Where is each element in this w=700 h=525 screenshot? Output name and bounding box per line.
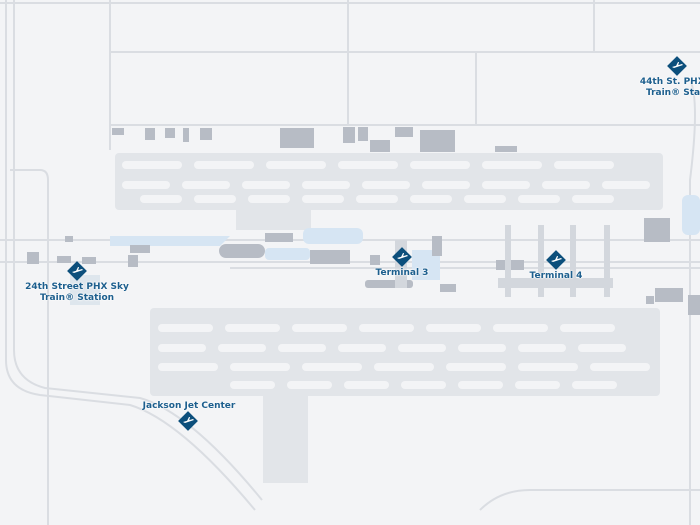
taxiway-gap <box>493 324 548 332</box>
marker-terminal-4[interactable] <box>545 249 567 271</box>
taxiway-gap <box>482 181 530 189</box>
marker-terminal-3[interactable] <box>391 246 413 268</box>
taxiway-gap <box>359 324 414 332</box>
taxiway-gap <box>578 344 626 352</box>
taxiway-gap <box>140 195 182 203</box>
taxiway-gap <box>278 344 326 352</box>
taxiway-gap <box>122 161 182 169</box>
taxiway-gap <box>464 195 506 203</box>
taxiway-gap <box>482 161 542 169</box>
label-line: 44th St. PHX Sky <box>639 77 700 87</box>
buildings <box>27 127 700 315</box>
taxiway-gap <box>158 344 206 352</box>
label-line: Train® Station <box>645 88 700 98</box>
taxiway-gap <box>338 161 398 169</box>
taxiway-gap <box>560 324 615 332</box>
label-jackson-jet-center: Jackson Jet Center <box>143 401 236 412</box>
taxiway-gap <box>422 181 470 189</box>
taxiway-gap <box>344 381 389 389</box>
airplane-icon <box>667 56 687 76</box>
taxiway-gap <box>542 181 590 189</box>
taxiway-gap <box>590 363 650 371</box>
marker-jackson-jet-center[interactable] <box>177 410 199 432</box>
taxiway-gap <box>446 363 506 371</box>
taxiway-gap <box>518 344 566 352</box>
taxiway-gap <box>292 324 347 332</box>
taxiway-gap <box>410 195 452 203</box>
airplane-icon <box>67 261 87 281</box>
taxiway-gap <box>362 181 410 189</box>
label-line: Train® Station <box>39 293 115 303</box>
taxiway-gap <box>158 324 213 332</box>
label-terminal-4: Terminal 4 <box>530 271 583 282</box>
taxiway-gap <box>122 181 170 189</box>
taxiway-gap <box>218 344 266 352</box>
taxiway-gap <box>302 181 350 189</box>
taxiway-gap <box>518 195 560 203</box>
taxiway-gap <box>426 324 481 332</box>
label-line: 24th Street PHX Sky <box>25 282 129 292</box>
taxiway-gap <box>356 195 398 203</box>
taxiway-gap <box>572 195 614 203</box>
airplane-icon <box>178 411 198 431</box>
taxiway-gap <box>158 363 218 371</box>
airplane-icon <box>392 247 412 267</box>
taxiway-gap <box>194 161 254 169</box>
taxiway-gap <box>458 381 503 389</box>
label-terminal-3: Terminal 3 <box>376 268 429 279</box>
taxiway-gap <box>554 161 614 169</box>
taxiway-gap <box>266 161 326 169</box>
taxiway-gap <box>572 381 617 389</box>
taxiway-gap <box>230 363 290 371</box>
taxiway-gaps <box>122 161 650 389</box>
taxiway-gap <box>287 381 332 389</box>
taxiway-gap <box>302 195 344 203</box>
marker-24th-street-station[interactable] <box>66 260 88 282</box>
taxiway-gap <box>374 363 434 371</box>
taxiway-gap <box>515 381 560 389</box>
airplane-icon <box>546 250 566 270</box>
taxiway-gap <box>242 181 290 189</box>
taxiway-gap <box>518 363 578 371</box>
taxiway-gap <box>248 195 290 203</box>
taxiway-gap <box>398 344 446 352</box>
taxiway-gap <box>410 161 470 169</box>
taxiway-gap <box>602 181 650 189</box>
label-line: Jackson Jet Center <box>142 401 236 411</box>
taxiway-gap <box>338 344 386 352</box>
label-line: Terminal 3 <box>375 268 429 278</box>
marker-44th-st-station[interactable] <box>666 55 688 77</box>
taxiway-gap <box>225 324 280 332</box>
taxiway-gap <box>230 381 275 389</box>
taxiway-gap <box>302 363 362 371</box>
label-line: Terminal 4 <box>529 271 583 281</box>
taxiway-gap <box>194 195 236 203</box>
taxiway-gap <box>401 381 446 389</box>
taxiway-gap <box>458 344 506 352</box>
water <box>110 195 700 280</box>
taxiway-gap <box>182 181 230 189</box>
